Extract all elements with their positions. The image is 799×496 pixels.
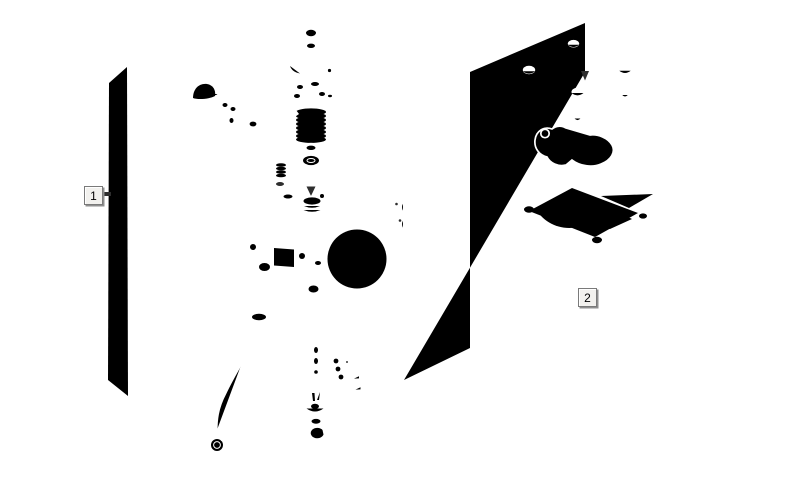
plate-screw-1 bbox=[354, 374, 365, 380]
bowl-front-face bbox=[517, 209, 603, 297]
jet-tube bbox=[312, 306, 320, 401]
bowl-right-face bbox=[603, 212, 660, 297]
float-washer bbox=[305, 415, 327, 429]
bowl-screw-4 bbox=[619, 65, 631, 97]
o-ring-right bbox=[371, 241, 379, 249]
float-nut bbox=[306, 401, 324, 413]
item1-bracket-line bbox=[101, 67, 128, 396]
bowl-screw-post bbox=[561, 173, 571, 179]
body-ball bbox=[320, 194, 324, 198]
needle-seat-washer bbox=[300, 142, 322, 155]
body-cap bbox=[276, 182, 284, 186]
carburetor-body bbox=[250, 182, 394, 297]
o-ring-left bbox=[250, 244, 256, 250]
jet-box bbox=[436, 216, 459, 231]
jet-plate bbox=[328, 353, 354, 385]
plate-pin bbox=[328, 96, 332, 112]
carb-top-cover bbox=[290, 54, 334, 75]
bracket-knurled-nut bbox=[246, 119, 260, 131]
adjuster-pin-1 bbox=[395, 202, 398, 206]
throttle-plate bbox=[287, 78, 335, 112]
bowl-drain bbox=[656, 228, 662, 239]
cap-nut bbox=[301, 27, 321, 44]
float-bowl bbox=[517, 172, 662, 297]
adjuster-pin-2 bbox=[398, 219, 402, 222]
bowl-screw-3 bbox=[571, 87, 584, 121]
body-post-left bbox=[280, 193, 296, 200]
intake-flange bbox=[320, 222, 394, 296]
bracket-small-screw bbox=[246, 102, 256, 110]
item2-bracket-line bbox=[404, 23, 589, 380]
bowl-gasket bbox=[534, 125, 615, 167]
bowl-cavity bbox=[529, 188, 638, 237]
fuel-inlet-fitting bbox=[262, 280, 285, 309]
top-o-ring bbox=[303, 155, 319, 166]
body-mount-ear-left bbox=[255, 258, 284, 282]
adjuster-screw-2 bbox=[402, 219, 432, 229]
jet-needle bbox=[276, 129, 286, 187]
bracket-screw bbox=[207, 71, 220, 96]
spring-arm-tab bbox=[288, 110, 299, 119]
callout-item-2[interactable]: 2 bbox=[578, 288, 597, 307]
cable-bracket bbox=[185, 77, 243, 128]
cap-washer bbox=[303, 41, 319, 52]
hose-clamp bbox=[211, 436, 230, 451]
callout-1-label: 1 bbox=[90, 188, 97, 203]
throttle-cable bbox=[63, 10, 181, 75]
mixing-chamber-tower bbox=[299, 195, 325, 212]
body-panel bbox=[274, 248, 294, 267]
body-post-tiny bbox=[289, 218, 297, 223]
throttle-return-spring bbox=[288, 108, 326, 143]
fitting-o-ring bbox=[252, 313, 266, 321]
body-pin-right bbox=[328, 201, 334, 204]
assembly-arrow-top bbox=[306, 186, 316, 196]
adjuster-spring-2 bbox=[377, 220, 390, 230]
bowl-raised-box bbox=[601, 172, 653, 208]
plate-screw-2 bbox=[355, 385, 367, 391]
body-mount-ear-bottom bbox=[303, 280, 324, 297]
cable-inner-wire bbox=[153, 60, 181, 75]
callout-2-label: 2 bbox=[584, 290, 591, 305]
callout-item-1[interactable]: 1 bbox=[84, 186, 103, 205]
e-clip bbox=[310, 427, 324, 439]
adjuster-screw-1 bbox=[402, 202, 432, 212]
body-post-small bbox=[278, 211, 290, 216]
fuel-hose bbox=[209, 321, 261, 442]
adjuster-spring-1 bbox=[377, 203, 390, 213]
